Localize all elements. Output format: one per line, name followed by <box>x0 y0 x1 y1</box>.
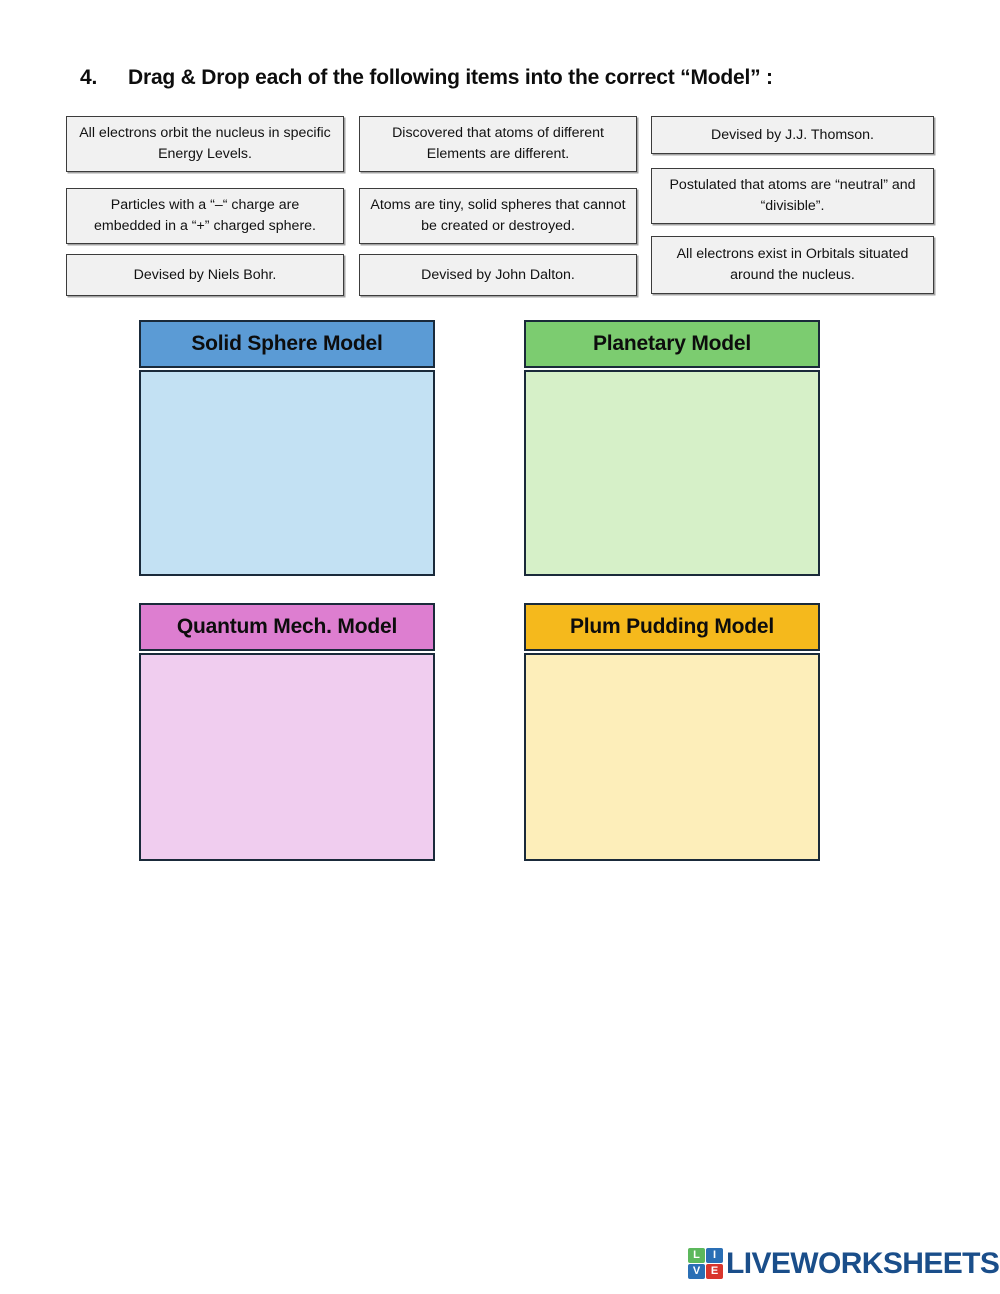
logo-tile-l: L <box>688 1248 705 1263</box>
drag-item[interactable]: Devised by Niels Bohr. <box>66 254 344 296</box>
drag-item[interactable]: Devised by J.J. Thomson. <box>651 116 934 154</box>
model-header: Planetary Model <box>524 320 820 368</box>
model-header: Quantum Mech. Model <box>139 603 435 651</box>
draggable-item-bank: All electrons orbit the nucleus in speci… <box>66 116 934 296</box>
question-number: 4. <box>80 66 98 89</box>
drag-item[interactable]: All electrons orbit the nucleus in speci… <box>66 116 344 172</box>
logo-wordmark: LIVEWORKSHEETS <box>726 1246 1000 1280</box>
model-zone-quantum-mech: Quantum Mech. Model <box>139 603 435 861</box>
model-drop-area[interactable] <box>524 653 820 861</box>
drag-item[interactable]: All electrons exist in Orbitals situated… <box>651 236 934 294</box>
model-header: Plum Pudding Model <box>524 603 820 651</box>
drag-item[interactable]: Particles with a “–“ charge are embedded… <box>66 188 344 244</box>
question-heading: 4. Drag & Drop each of the following item… <box>80 66 773 90</box>
model-header: Solid Sphere Model <box>139 320 435 368</box>
logo-mark-icon: L I V E <box>688 1248 723 1279</box>
question-text: Drag & Drop each of the following items … <box>128 66 773 89</box>
model-drop-area[interactable] <box>524 370 820 576</box>
model-zone-solid-sphere: Solid Sphere Model <box>139 320 435 576</box>
logo-tile-v: V <box>688 1264 705 1279</box>
model-drop-zone-grid: Solid Sphere Model Planetary Model Quant… <box>139 320 839 865</box>
drag-item[interactable]: Atoms are tiny, solid spheres that canno… <box>359 188 637 244</box>
drag-item[interactable]: Devised by John Dalton. <box>359 254 637 296</box>
model-zone-plum-pudding: Plum Pudding Model <box>524 603 820 861</box>
logo-tile-e: E <box>706 1264 723 1279</box>
liveworksheets-logo: L I V E LIVEWORKSHEETS <box>688 1246 1000 1280</box>
drag-item[interactable]: Discovered that atoms of different Eleme… <box>359 116 637 172</box>
model-drop-area[interactable] <box>139 653 435 861</box>
drag-item[interactable]: Postulated that atoms are “neutral” and … <box>651 168 934 224</box>
model-zone-planetary: Planetary Model <box>524 320 820 576</box>
logo-tile-i: I <box>706 1248 723 1263</box>
model-drop-area[interactable] <box>139 370 435 576</box>
